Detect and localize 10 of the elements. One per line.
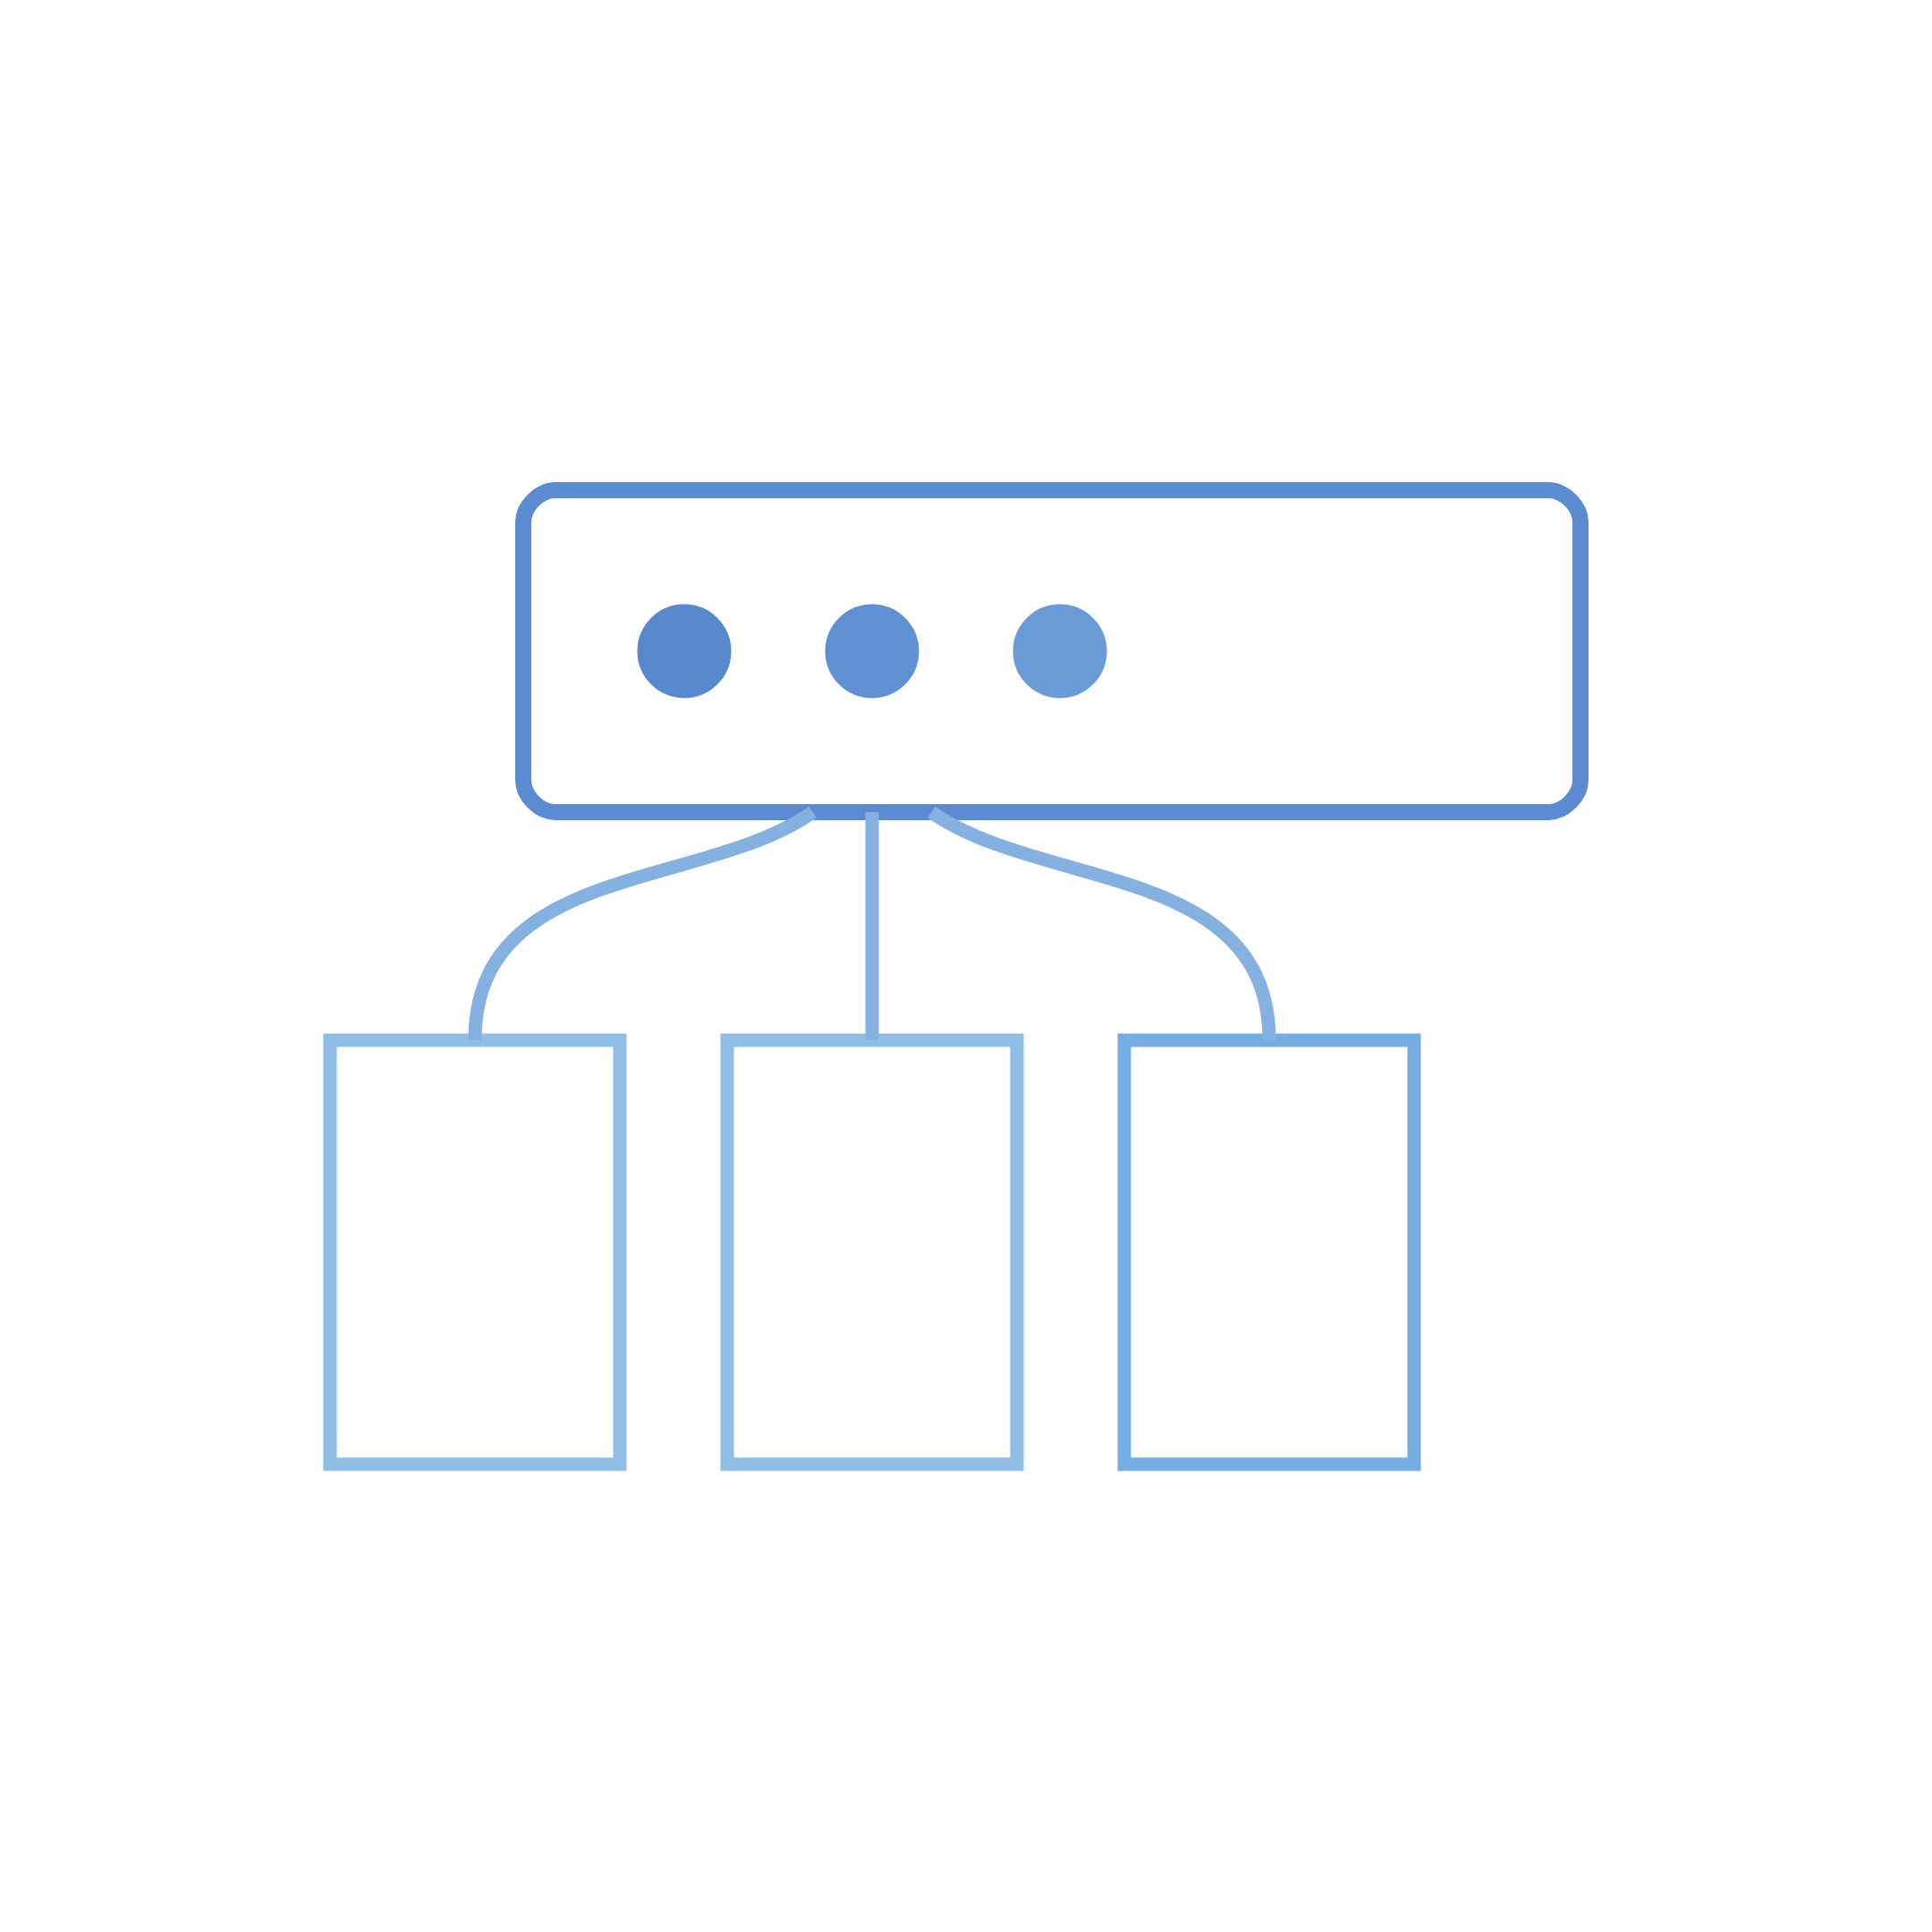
connector [865,811,879,1040]
node-circle [825,604,919,698]
node-circle [637,604,732,698]
node-box [1117,1033,1421,1470]
node-circle [1013,604,1107,698]
cluster [515,481,1589,820]
node-box [720,1033,1024,1470]
node-box [323,1033,627,1470]
connector [928,806,1276,1041]
connector [468,806,817,1041]
